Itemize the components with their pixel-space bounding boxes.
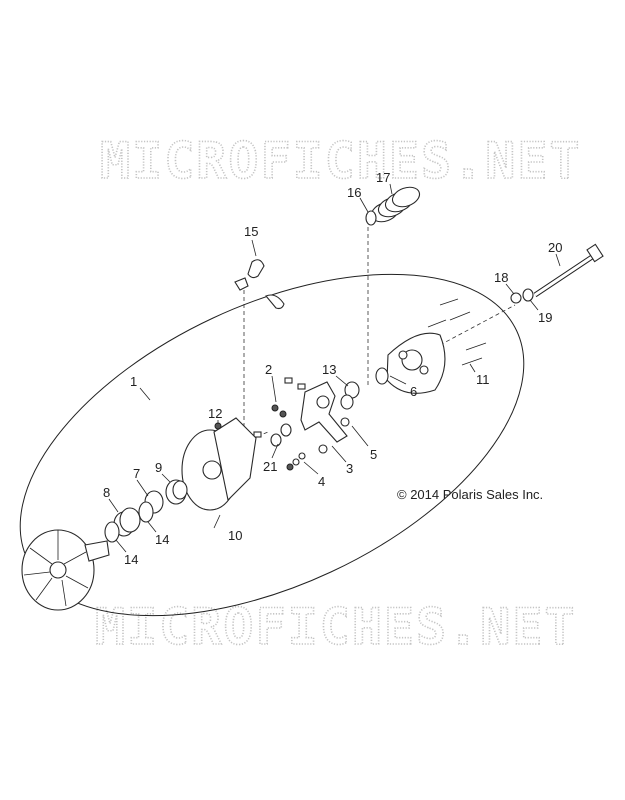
copyright-text: © 2014 Polaris Sales Inc. xyxy=(397,487,543,502)
leader-7 xyxy=(136,479,149,497)
hardware-part-2 xyxy=(271,377,306,418)
leader-14b xyxy=(115,539,127,553)
callout-21: 21 xyxy=(263,459,277,474)
callout-20: 20 xyxy=(548,240,562,255)
watermark-bottom: MICROFICHES.NET xyxy=(95,598,577,656)
washer-part-19 xyxy=(522,288,534,302)
callout-8: 8 xyxy=(103,485,110,500)
callout-15: 15 xyxy=(244,224,258,239)
callout-13: 13 xyxy=(322,362,336,377)
leader-6 xyxy=(389,375,407,385)
leader-1 xyxy=(139,387,151,401)
watermark-top: MICROFICHES.NET xyxy=(100,132,582,190)
callout-3: 3 xyxy=(346,461,353,476)
callout-14b: 14 xyxy=(124,552,138,567)
callout-4: 4 xyxy=(318,474,325,489)
callout-6: 6 xyxy=(410,384,417,399)
washer-part-13b xyxy=(340,394,354,410)
leader-2 xyxy=(271,375,277,403)
callout-19: 19 xyxy=(538,310,552,325)
callout-1: 1 xyxy=(130,374,137,389)
spider-part-3 xyxy=(300,381,348,443)
bushing-part-5b xyxy=(318,444,328,454)
leader-15 xyxy=(251,239,257,257)
hardware-part-4 xyxy=(286,452,306,471)
leader-18 xyxy=(505,283,515,295)
leader-21 xyxy=(271,443,279,459)
leader-4 xyxy=(303,461,319,475)
bolt-part-20 xyxy=(533,243,604,298)
bolt-set-part-11 xyxy=(427,298,487,366)
callout-5: 5 xyxy=(370,447,377,462)
ring-part-6 xyxy=(375,367,389,385)
callout-14a: 14 xyxy=(155,532,169,547)
bushing-part-5 xyxy=(340,417,350,427)
clip-part-14a xyxy=(138,501,154,523)
leader-3 xyxy=(331,445,347,463)
leader-11 xyxy=(469,363,476,373)
callout-9: 9 xyxy=(155,460,162,475)
sheave-part-10 xyxy=(181,417,257,529)
bushing-part-9 xyxy=(165,479,188,505)
leader-17 xyxy=(389,183,393,195)
leader-13 xyxy=(335,375,349,387)
washer-set-part-21 xyxy=(253,423,292,447)
leader-9 xyxy=(161,473,171,483)
callout-17: 17 xyxy=(376,170,390,185)
callout-16: 16 xyxy=(347,185,361,200)
alignment-line-right xyxy=(439,304,516,346)
clip-part-14b xyxy=(104,521,120,543)
callout-18: 18 xyxy=(494,270,508,285)
leader-8 xyxy=(108,498,119,513)
spring-part-17 xyxy=(370,186,421,223)
leader-14a xyxy=(147,521,157,533)
leader-19 xyxy=(529,299,539,311)
callout-10: 10 xyxy=(228,528,242,543)
callout-11: 11 xyxy=(476,372,490,387)
callout-7: 7 xyxy=(133,466,140,481)
fixed-sheave xyxy=(21,529,110,611)
leader-20 xyxy=(555,253,561,267)
roller-part-15 xyxy=(234,259,285,310)
cover-part-6 xyxy=(386,332,446,394)
callout-12: 12 xyxy=(208,406,222,421)
leader-5 xyxy=(351,425,369,447)
callout-2: 2 xyxy=(265,362,272,377)
nut-part-18 xyxy=(510,292,522,304)
ring-part-16 xyxy=(365,210,377,226)
leader-16 xyxy=(359,197,369,213)
